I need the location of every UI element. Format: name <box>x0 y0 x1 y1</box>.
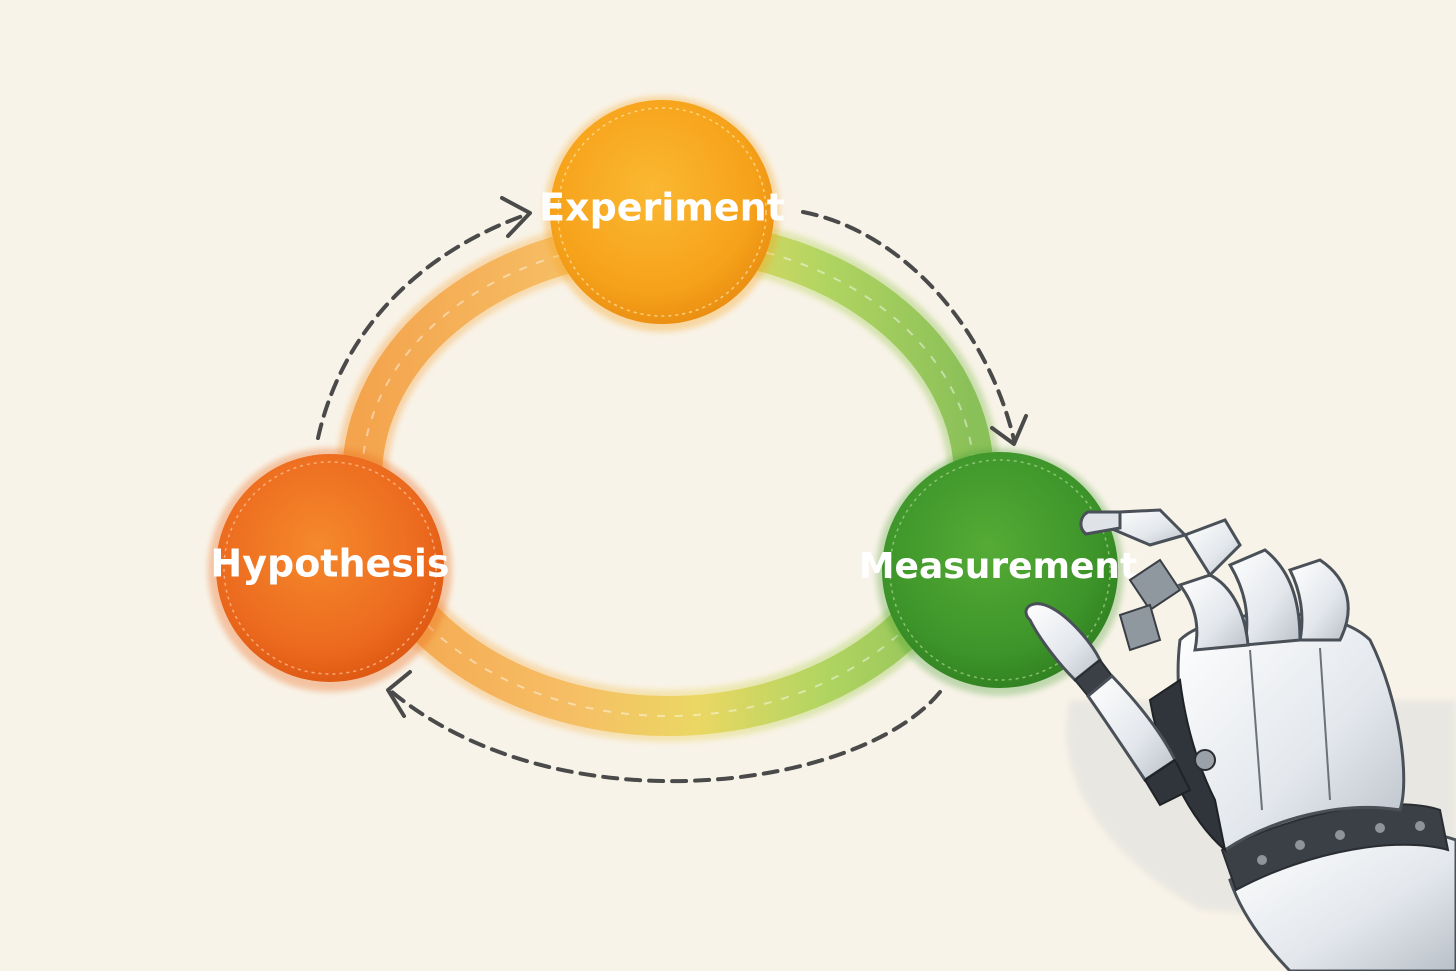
arrow-measurement-to-hypothesis <box>390 690 942 784</box>
arrow-hypothesis-to-experiment <box>316 212 530 440</box>
node-label-hypothesis: Hypothesis <box>210 542 449 586</box>
arrow-heads <box>386 196 1028 718</box>
node-label-measurement: Measurement <box>859 546 1138 587</box>
node-hypothesis: Hypothesis <box>208 448 452 692</box>
arrowhead-icon <box>990 414 1028 446</box>
arrowhead-icon <box>500 196 532 238</box>
robotic-hand-icon <box>1024 508 1456 971</box>
node-measurement: Measurement <box>859 448 1138 696</box>
arrow-experiment-to-measurement <box>801 210 1016 442</box>
node-label-experiment: Experiment <box>539 186 785 230</box>
arrowhead-icon <box>386 670 412 718</box>
node-experiment: Experiment <box>539 96 785 332</box>
flow-arrows <box>316 210 1016 784</box>
